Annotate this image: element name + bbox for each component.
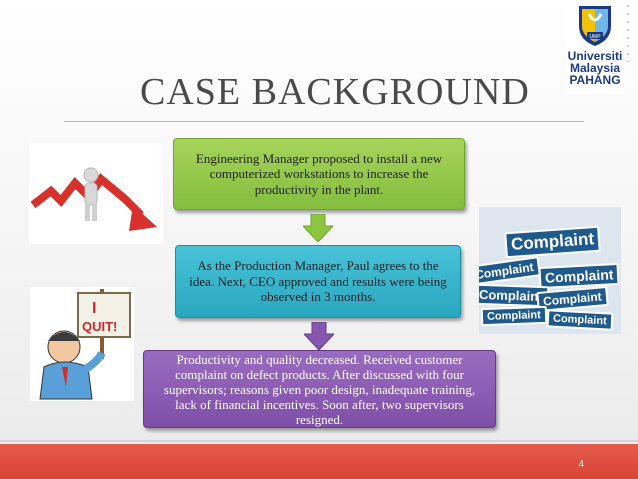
complaint-tag-2: Complaint — [479, 256, 541, 286]
footer-bar — [0, 444, 638, 479]
page-number: 4 — [578, 459, 584, 470]
sign-text-i: I — [92, 300, 96, 317]
title-divider — [64, 121, 584, 122]
declining-chart-icon — [30, 167, 157, 231]
complaint-tag-1: Complaint — [504, 225, 601, 259]
logo-line-2: Malaysia — [569, 61, 621, 75]
slide-title: CASE BACKGROUND — [140, 71, 530, 113]
flow-step-1: Engineering Manager proposed to install … — [173, 138, 465, 210]
flow-step-2-text: As the Production Manager, Paul agrees t… — [189, 258, 447, 305]
complaint-tags-image: Complaint Complaint Complaint Complaint … — [479, 207, 621, 334]
logo-wordmark: Universiti Malaysia PAHANG — [568, 50, 623, 86]
logo-line-1: Universiti — [567, 49, 623, 63]
logo-line-3: PAHANG — [569, 73, 621, 87]
down-arrow-icon — [303, 214, 333, 242]
down-arrow-icon — [304, 322, 334, 350]
ump-shield-icon: UMP — [579, 6, 611, 46]
flow-step-1-text: Engineering Manager proposed to install … — [195, 150, 443, 197]
flow-step-3: Productivity and quality decreased. Rece… — [143, 350, 496, 428]
quit-sign-image: I QUIT! — [30, 287, 134, 401]
university-logo: UMP Universiti Malaysia PAHANG — [566, 4, 624, 94]
man-quit-icon: I QUIT! — [39, 289, 131, 400]
complaint-tag-7: Complaint — [546, 309, 614, 331]
sign-text-quit: QUIT! — [82, 319, 117, 334]
complaint-tag-6: Complaint — [480, 305, 548, 327]
logo-badge-text: UMP — [589, 34, 601, 40]
complaint-tag-3: Complaint — [538, 262, 620, 290]
declining-chart-image — [29, 143, 163, 244]
footer-divider — [0, 440, 638, 442]
flow-step-3-text: Productivity and quality decreased. Rece… — [163, 351, 476, 427]
flow-step-2: As the Production Manager, Paul agrees t… — [175, 245, 461, 318]
